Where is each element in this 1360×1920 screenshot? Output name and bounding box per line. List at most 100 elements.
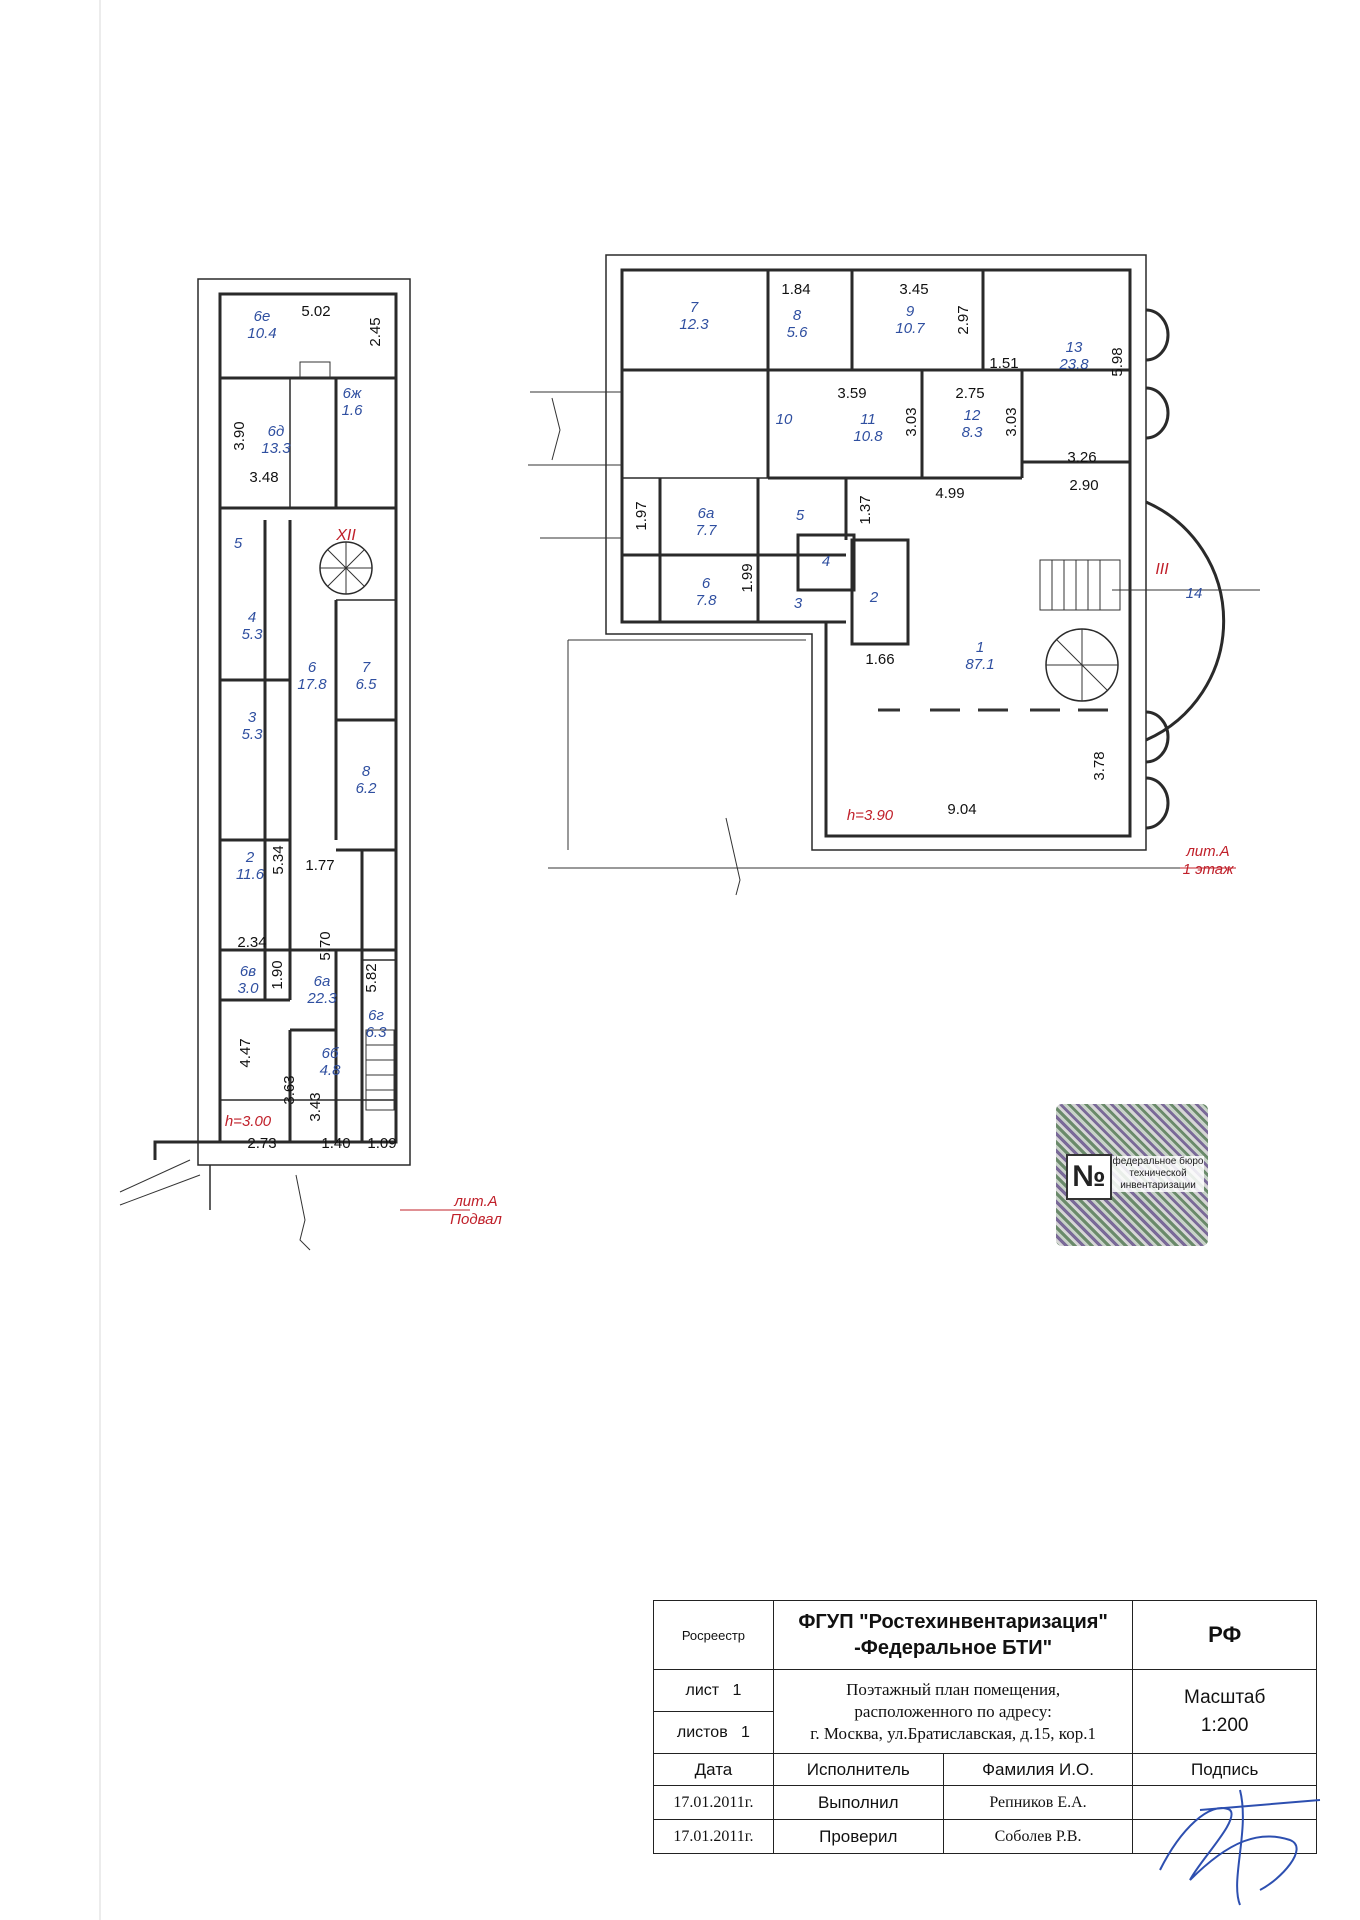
room-number: 6а <box>314 973 331 990</box>
floor-name: 1 этаж <box>1183 861 1235 878</box>
dimension: 1.37 <box>857 495 874 524</box>
room-number: 6г <box>368 1007 384 1024</box>
room-area: 4.8 <box>320 1062 342 1079</box>
header-name: Фамилия И.О. <box>942 1753 1134 1786</box>
room-number: III <box>1155 561 1169 578</box>
room-number: 14 <box>1186 585 1203 602</box>
room-number: 1 <box>976 639 984 656</box>
dimension: 3.03 <box>903 407 920 436</box>
room-area: 5.3 <box>242 626 264 643</box>
room-area: 13.3 <box>261 440 291 457</box>
room-number: 12 <box>964 407 981 424</box>
dimension: 3.90 <box>231 421 248 450</box>
room-area: 7.7 <box>696 522 718 539</box>
room-area: 5.6 <box>787 324 809 341</box>
room-number: 4 <box>822 553 830 570</box>
room-area: 87.1 <box>965 656 994 673</box>
header-executor: Исполнитель <box>772 1753 944 1786</box>
row-name: Соболев Р.В. <box>942 1819 1134 1854</box>
dimension: 9.04 <box>947 801 976 818</box>
room-area: 7.8 <box>696 592 718 609</box>
room-number: 10 <box>776 411 793 428</box>
row-name: Репников Е.А. <box>942 1785 1134 1820</box>
dimension: 3.03 <box>1003 407 1020 436</box>
room-number: 8 <box>362 763 371 780</box>
room-area: 10.7 <box>895 320 925 337</box>
sheets-value: 1 <box>741 1723 750 1741</box>
hologram-stamp: № федеральное бюро технической инвентари… <box>1056 1104 1208 1246</box>
floor-name: Подвал <box>450 1211 502 1228</box>
room-number: XII <box>335 527 356 544</box>
ceiling-height: h=3.00 <box>225 1113 272 1130</box>
org-line-1: ФГУП "Ростехинвентаризация" <box>798 1611 1108 1633</box>
room-area: 3.0 <box>238 980 260 997</box>
org-line-2: -Федеральное БТИ" <box>854 1637 1053 1659</box>
dimension: 5.98 <box>1109 347 1126 376</box>
room-number: 11 <box>860 411 876 428</box>
room-number: 2 <box>869 589 879 606</box>
room-number: 6 <box>308 659 317 676</box>
dimension: 1.90 <box>269 960 286 989</box>
room-number: 13 <box>1066 339 1083 356</box>
room-area: 22.3 <box>306 990 337 1007</box>
country-label: РФ <box>1132 1600 1317 1670</box>
signature-scribble <box>1159 1789 1321 1906</box>
dimension: 2.90 <box>1069 477 1098 494</box>
dimension: 3.63 <box>281 1075 298 1104</box>
scale-value: 1:200 <box>1200 1714 1249 1736</box>
dimension: 4.99 <box>935 485 964 502</box>
row-role: Проверил <box>772 1819 944 1854</box>
room-area: 12.3 <box>679 316 709 333</box>
room-number: 9 <box>906 303 915 320</box>
ceiling-height: h=3.90 <box>847 807 894 824</box>
dimension: 1.40 <box>321 1135 350 1152</box>
header-date: Дата <box>653 1753 774 1786</box>
basement-plan: 6е 10.4 6ж 1.6 6д 13.3 5 XII 4 5.3 6 17.… <box>119 278 502 1251</box>
dimension: 1.09 <box>367 1135 396 1152</box>
sheet-label: лист <box>685 1681 720 1699</box>
sheet-value: 1 <box>732 1681 742 1699</box>
plan-description: Поэтажный план помещения, расположенного… <box>772 1669 1134 1754</box>
room-number: 4 <box>248 609 256 626</box>
dimension: 2.34 <box>237 934 266 951</box>
sheet-cell: лист 1 <box>653 1669 774 1712</box>
room-area: 5.3 <box>242 726 264 743</box>
row-date: 17.01.2011г. <box>653 1785 774 1820</box>
first-floor-plan: 7 12.3 8 5.6 9 10.7 13 23.8 10 11 10.8 1… <box>528 254 1260 896</box>
dimension: 2.45 <box>367 317 384 346</box>
room-number: 5 <box>796 507 805 524</box>
dimension: 5.34 <box>270 845 287 874</box>
dimension: 3.59 <box>837 385 866 402</box>
hologram-glyph: № <box>1066 1154 1112 1200</box>
dimension: 1.97 <box>633 501 650 530</box>
room-area: 8.3 <box>962 424 984 441</box>
sheets-cell: листов 1 <box>653 1711 774 1754</box>
room-area: 11.6 <box>236 866 265 883</box>
dimension: 3.78 <box>1091 751 1108 780</box>
row-signature <box>1132 1819 1317 1854</box>
desc-line-2: расположенного по адресу: <box>854 1701 1052 1721</box>
dimension: 3.45 <box>899 281 928 298</box>
address: г. Москва, ул.Братиславская, д.15, кор.1 <box>810 1723 1096 1743</box>
room-area: 23.8 <box>1058 356 1089 373</box>
room-number: 6д <box>268 423 285 440</box>
room-number: 7 <box>362 659 371 676</box>
registry-label: Росреестр <box>653 1600 774 1670</box>
room-area: 10.4 <box>247 325 276 342</box>
room-number: 8 <box>793 307 802 324</box>
room-number: 6а <box>698 505 715 522</box>
row-role: Выполнил <box>772 1785 944 1820</box>
room-number: 7 <box>690 299 699 316</box>
dimension: 1.66 <box>865 651 894 668</box>
dimension: 3.26 <box>1067 449 1096 466</box>
building-letter: лит.А <box>453 1193 497 1210</box>
room-area: 10.8 <box>853 428 883 445</box>
dimension: 1.77 <box>305 857 334 874</box>
dimension: 3.43 <box>307 1092 324 1121</box>
room-number: 6 <box>702 575 711 592</box>
hologram-text: федеральное бюро технической инвентариза… <box>1112 1156 1204 1192</box>
desc-line-1: Поэтажный план помещения, <box>846 1679 1061 1699</box>
room-number: 2 <box>245 849 255 866</box>
dimension: 3.48 <box>249 469 278 486</box>
